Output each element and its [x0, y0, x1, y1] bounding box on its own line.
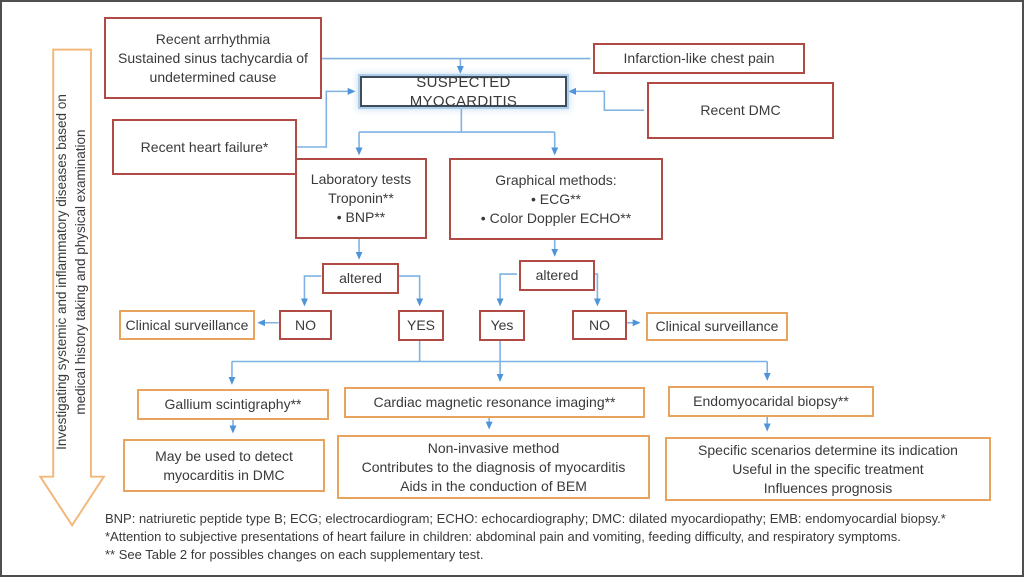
recent-dmc-box: Recent DMC [647, 82, 834, 139]
investigation-down-arrow-shape [38, 48, 106, 528]
cardiac-mri-note-box: Non-invasive method Contributes to the d… [337, 435, 650, 499]
cardiac-mri-box: Cardiac magnetic resonance imaging** [344, 387, 645, 418]
clinical-surveillance-right-box: Clinical surveillance [646, 312, 788, 341]
footnote-line-2: *Attention to subjective presentations o… [105, 529, 901, 544]
yes-right-box: Yes [479, 310, 525, 341]
gallium-note-box: May be used to detect myocarditis in DMC [123, 439, 325, 492]
clinical-surveillance-left-box: Clinical surveillance [119, 310, 255, 340]
gallium-scintigraphy-box: Gallium scintigraphy** [137, 389, 329, 420]
footnote-line-3: ** See Table 2 for possibles changes on … [105, 547, 484, 562]
biopsy-note-box: Specific scenarios determine its indicat… [665, 437, 991, 501]
altered-right-box: altered [519, 260, 595, 291]
recent-arrhythmia-box: Recent arrhythmia Sustained sinus tachyc… [104, 17, 322, 99]
yes-left-box: YES [398, 310, 444, 341]
suspected-myocarditis-box: SUSPECTED MYOCARDITIS [360, 74, 567, 110]
graphical-methods-box: Graphical methods: • ECG** • Color Doppl… [449, 158, 663, 240]
investigation-arrow-label: Investigating systemic and inflammatory … [54, 94, 88, 450]
no-right-box: NO [572, 310, 627, 340]
no-left-box: NO [279, 310, 332, 340]
footnotes: BNP: natriuretic peptide type B; ECG; el… [105, 510, 946, 564]
footnote-line-1: BNP: natriuretic peptide type B; ECG; el… [105, 511, 946, 526]
infarction-chest-pain-box: Infarction-like chest pain [593, 43, 805, 74]
endomyocardial-biopsy-box: Endomyocaridal biopsy** [668, 386, 874, 417]
recent-heart-failure-box: Recent heart failure* [112, 119, 297, 175]
laboratory-tests-box: Laboratory tests Troponin** • BNP** [295, 158, 427, 239]
altered-left-box: altered [322, 263, 399, 294]
